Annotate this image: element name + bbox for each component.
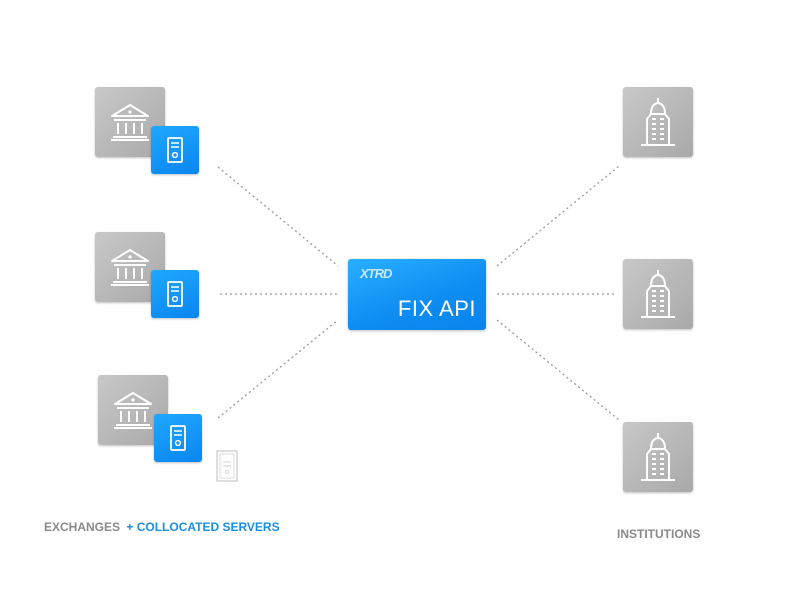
exchanges-caption: EXCHANGES + COLLOCATED SERVERS [44,520,280,534]
office-tower-icon [641,433,675,481]
server-icon [167,137,183,163]
exchange-node-3 [98,375,168,445]
server-icon [170,425,186,451]
server-node-3 [154,414,202,462]
institution-node-1 [623,87,693,157]
xtrd-logo: XTRD [360,266,392,281]
fix-api-node: XTRD FIX API [348,259,486,330]
connector-institution-3 [496,319,620,421]
bank-building-icon [111,104,149,141]
connector-exchange-1 [217,166,339,267]
office-tower-icon [641,98,675,146]
connector-exchange-3 [217,319,339,419]
server-icon [167,281,183,307]
exchanges-label: EXCHANGES [44,520,121,534]
collocated-servers-label: + COLLOCATED SERVERS [126,520,280,534]
document-icon [216,450,238,482]
server-node-2 [151,270,199,318]
institution-node-2 [623,259,693,329]
server-node-1 [151,126,199,174]
bank-building-icon [111,249,149,286]
institution-node-3 [623,422,693,492]
bank-building-icon [114,392,152,429]
exchange-node-1 [95,87,165,157]
institutions-caption: INSTITUTIONS [617,527,701,541]
fix-api-label: FIX API [397,296,476,321]
connector-institution-1 [496,165,620,267]
office-tower-icon [641,270,675,318]
